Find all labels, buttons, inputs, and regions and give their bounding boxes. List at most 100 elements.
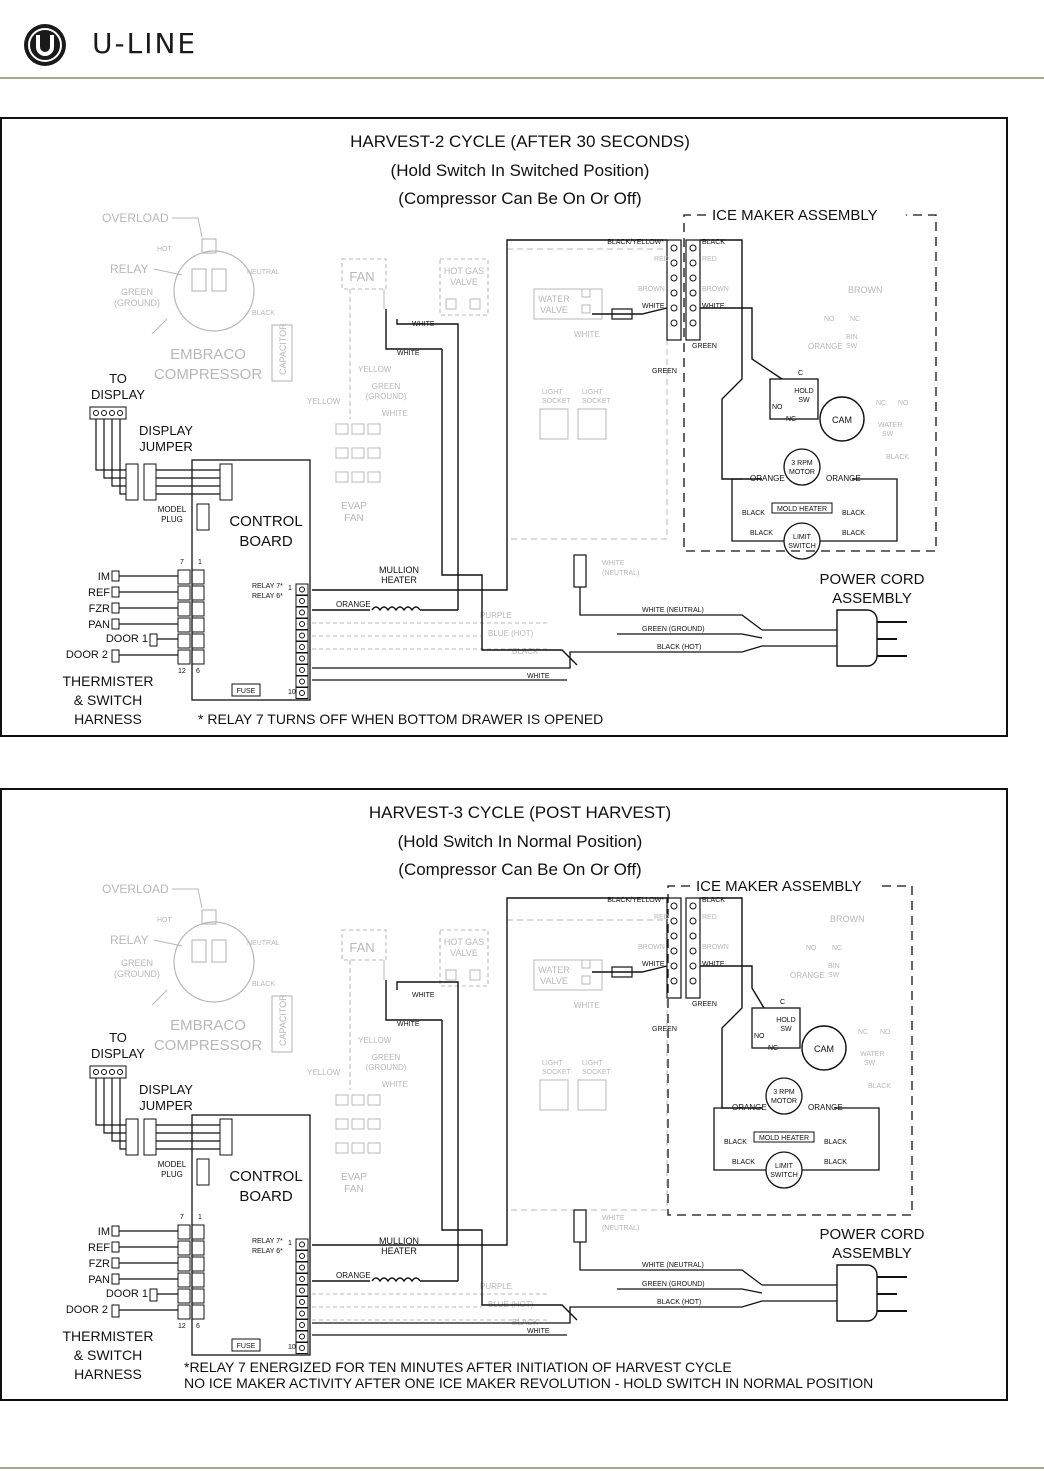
yellow-label: YELLOW <box>307 1068 341 1077</box>
model-label: MODEL <box>158 505 187 514</box>
board-terminal <box>295 1307 309 1320</box>
capacitor-label: CAPACITOR <box>278 323 288 375</box>
ice-maker-title: ICE MAKER ASSEMBLY <box>696 878 862 895</box>
green-label: GREEN <box>121 287 153 297</box>
limit-switch-icon <box>765 1151 803 1189</box>
ground-label: (GROUND) <box>114 969 160 979</box>
compressor-label: COMPRESSOR <box>154 366 263 383</box>
neutral-wire <box>579 1242 763 1286</box>
door1-label: DOOR 1 <box>106 1288 148 1300</box>
embraco-label: EMBRACO <box>170 346 246 363</box>
terminal <box>299 644 305 650</box>
red-label: RED <box>654 256 669 263</box>
white-label: WHITE <box>397 1021 420 1028</box>
display-connector <box>89 406 127 420</box>
green-label: GREEN <box>652 368 677 375</box>
terminal <box>109 1069 115 1075</box>
nc-label: NC <box>876 400 886 407</box>
bin-label: BIN <box>828 963 840 970</box>
sensor-ref-label: REF <box>88 1242 110 1254</box>
board-terminal <box>295 1261 309 1274</box>
harness-label: HARNESS <box>74 1366 142 1382</box>
ground-icon <box>151 989 168 1006</box>
control-board <box>191 1114 311 1356</box>
water-valve-label: VALVE <box>540 305 568 315</box>
green-label: GREEN <box>372 1053 401 1062</box>
white-label: WHITE <box>574 330 600 339</box>
valve-terminal <box>445 969 457 981</box>
control-label: CONTROL <box>229 1168 302 1185</box>
power-connector <box>573 1209 587 1243</box>
harness-terminal <box>191 601 205 617</box>
black-label: BLACK <box>886 454 909 461</box>
diagram-subtitle: (Hold Switch In Normal Position) <box>398 832 643 851</box>
display-jumper-label: DISPLAY <box>139 423 193 438</box>
bin-label: BIN <box>846 334 858 341</box>
sensor-connector <box>111 618 120 630</box>
overload-label: OVERLOAD <box>102 882 169 896</box>
control-label: CONTROL <box>229 513 302 530</box>
terminal <box>101 1069 107 1075</box>
display-wire <box>119 419 126 495</box>
display-label: DISPLAY <box>91 387 145 402</box>
board-terminal <box>295 687 309 699</box>
fan-label: FAN <box>349 269 374 284</box>
sensor-im-label: IM <box>98 571 110 583</box>
harness-terminal <box>177 569 191 585</box>
pin-12-label: 12 <box>178 1323 186 1330</box>
power-cord-label: POWER CORD <box>820 1226 925 1243</box>
relay-contact <box>191 268 207 292</box>
hold-switch-icon <box>751 1007 801 1049</box>
door1-label: DOOR 1 <box>106 633 148 645</box>
evap-terminal <box>367 447 381 459</box>
harvest-2-wiring-diagram: HARVEST-2 CYCLE (AFTER 30 SECONDS)(Hold … <box>0 117 1008 737</box>
thermister-label: THERMISTER <box>63 673 154 689</box>
brand-name: U-LINE <box>92 27 198 60</box>
display-wire <box>111 419 126 487</box>
orange-label: ORANGE <box>790 971 825 980</box>
door2-connector <box>111 1304 120 1318</box>
hold-label: HOLD <box>794 388 813 395</box>
terminal <box>299 678 305 685</box>
motor-icon <box>783 448 821 486</box>
mullion-label: MULLION <box>379 1236 419 1246</box>
hot-label: HOT <box>157 246 173 253</box>
black-hot-label: BLACK (HOT) <box>657 1299 701 1306</box>
terminal-strip <box>685 239 701 341</box>
ice-maker-wire <box>700 307 783 380</box>
black-yellow-label: BLACK/YELLOW* <box>607 897 664 904</box>
relay6-label: RELAY 6* <box>252 1248 283 1255</box>
sensor-connector <box>111 570 120 582</box>
pin-12-label: 12 <box>178 668 186 675</box>
board-terminal <box>295 675 309 688</box>
terminal <box>670 932 678 940</box>
door1-connector <box>149 633 158 647</box>
socket-label: SOCKET <box>582 1069 612 1076</box>
red-label: RED <box>702 914 717 921</box>
harness-terminal <box>191 1272 205 1288</box>
harness-label: HARNESS <box>74 711 142 727</box>
harness-terminal <box>177 633 191 649</box>
terminal-strip <box>666 239 682 341</box>
socket-label: SOCKET <box>542 1069 572 1076</box>
valve-terminal <box>469 298 481 310</box>
board-terminal <box>295 595 309 607</box>
hot-gas-label: HOT GAS <box>444 266 484 276</box>
capacitor-icon <box>271 995 293 1053</box>
c-label: C <box>798 370 803 377</box>
sensor-connector <box>111 1273 120 1285</box>
ice-maker-wire <box>731 478 784 542</box>
terminal <box>689 289 697 297</box>
terminal <box>689 902 697 910</box>
evap-terminal <box>351 471 365 483</box>
evap-label: EVAP <box>341 1172 367 1183</box>
white-label: WHITE <box>397 350 420 357</box>
valve-terminal <box>445 298 457 310</box>
model-plug <box>196 1158 210 1186</box>
jumper-connector <box>143 1118 157 1156</box>
board-terminal <box>295 1330 309 1343</box>
board-terminal <box>295 1250 309 1262</box>
terminal <box>670 962 678 970</box>
valve-terminal <box>581 304 591 314</box>
pin-1-label: 1 <box>288 585 292 592</box>
